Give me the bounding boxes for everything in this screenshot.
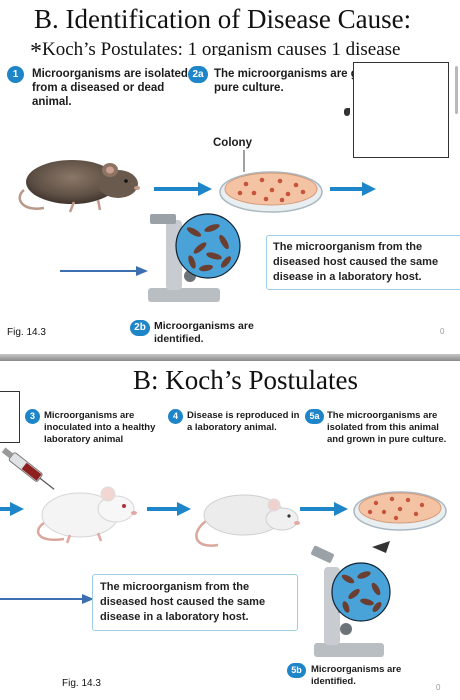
- arrow-to-callout: [0, 594, 94, 604]
- dark-mark: [344, 108, 350, 116]
- slide-1-subtitle-line: *Koch’s Postulates: 1 organism causes 1 …: [30, 39, 401, 56]
- slide-1-fig-label: Fig. 14.3: [7, 327, 46, 338]
- slide-2: B: Koch’s Postulates 3 Microorganisms ar…: [0, 361, 460, 700]
- step-2a-number: 2a: [192, 69, 204, 80]
- dead-mouse-illustration: [18, 160, 140, 213]
- magnified-organisms-circle: [175, 213, 241, 279]
- arrow-to-microscope: [60, 266, 148, 276]
- slide-1-subtitle: Koch’s Postulates: 1 organism causes 1 d…: [42, 39, 401, 56]
- arrow-mouse-to-dish-2: [300, 502, 348, 516]
- step-2a-text: The microorganisms are grown in pure cul…: [214, 68, 399, 94]
- step-3-number: 3: [29, 411, 35, 421]
- step-2a-badge: 2a: [188, 66, 208, 83]
- step-2b-badge: 2b: [130, 320, 150, 336]
- syringe-illustration: [1, 447, 55, 490]
- scrollbar-thumb[interactable]: [455, 66, 458, 114]
- step-4-number: 4: [172, 411, 178, 421]
- slide-2-title: B: Koch’s Postulates: [133, 365, 359, 395]
- magnified-organisms-circle-2: [331, 562, 391, 622]
- slide-2-fig-label: Fig. 14.3: [62, 678, 101, 689]
- step-1-badge: 1: [7, 66, 24, 83]
- step-1-text: Microorganisms are isolated from a disea…: [32, 68, 188, 108]
- step-3-badge: 3: [25, 409, 40, 424]
- step-4-text: Disease is reproduced in a laboratory an…: [187, 410, 300, 433]
- slide-2-page-mark: 0: [436, 683, 441, 692]
- slide-1-page-mark: 0: [440, 327, 445, 336]
- healthy-mouse-illustration: [36, 486, 137, 544]
- asterisk: *: [30, 39, 42, 56]
- petri-dish-culture: [219, 171, 323, 213]
- step-5a-number: 5a: [309, 411, 320, 421]
- petri-dish-culture-2: [353, 491, 447, 531]
- slide-1: B. Identification of Disease Cause: *Koc…: [7, 4, 460, 345]
- step-5b-text: Microorganisms are identified.: [311, 664, 402, 687]
- diseased-mouse-illustration: [195, 494, 300, 547]
- step-5b-number: 5b: [291, 665, 302, 675]
- arrow-mouse-to-dish: [154, 182, 212, 196]
- step-3-text: Microorganisms are inoculated into a hea…: [44, 410, 156, 445]
- arrow-mouse-to-mouse: [147, 502, 191, 516]
- down-left-arrow: [372, 541, 390, 553]
- step-5a-text: The microorganisms are isolated from thi…: [327, 410, 447, 445]
- slide-divider: [0, 354, 460, 361]
- step-2b-number: 2b: [134, 322, 146, 333]
- step-2b-text: Microorganisms are identified.: [154, 320, 254, 345]
- slide-1-callout: The microorganism from the diseased host…: [266, 235, 460, 290]
- step-1-number: 1: [12, 69, 19, 80]
- colony-pointer-line: [243, 150, 245, 172]
- step-4-badge: 4: [168, 409, 183, 424]
- step-5a-badge: 5a: [305, 409, 324, 424]
- slide-1-title: B. Identification of Disease Cause:: [34, 4, 412, 34]
- arrow-in-left: [0, 502, 24, 516]
- colony-label: Colony: [213, 137, 252, 149]
- blank-overlay-box: [353, 62, 449, 158]
- arrow-dish-right: [330, 182, 376, 196]
- blank-overlay-box-left: [0, 391, 20, 443]
- step-5b-badge: 5b: [287, 663, 306, 678]
- slide-2-callout: The microorganism from the diseased host…: [92, 574, 298, 631]
